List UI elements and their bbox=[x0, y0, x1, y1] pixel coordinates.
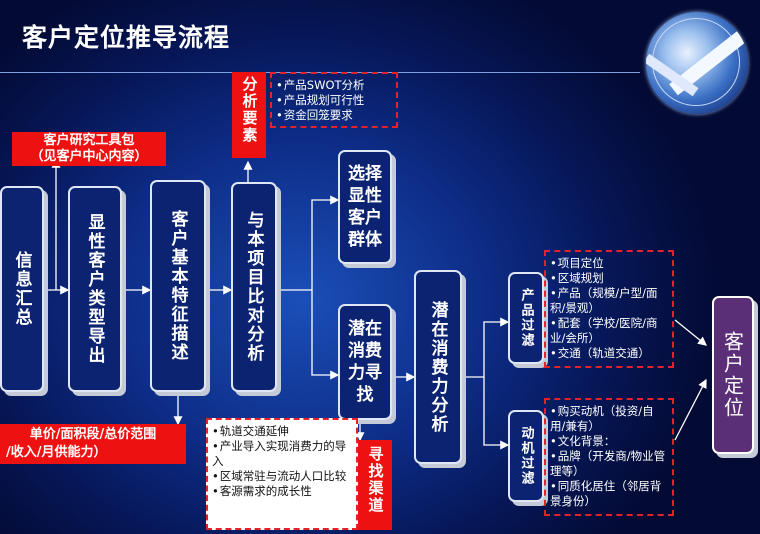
note-item: 产业导入实现消费力的导入 bbox=[212, 439, 352, 469]
note-item: 区域规划 bbox=[550, 271, 668, 286]
globe-logo bbox=[646, 12, 748, 114]
box-customer-basic-features: 客户基本特征描述 bbox=[150, 180, 206, 392]
note-item: 产品规划可行性 bbox=[276, 93, 392, 108]
box-customer-positioning: 客户定位 bbox=[712, 296, 754, 454]
note-item: 同质化居住（邻居背景身份） bbox=[550, 479, 668, 509]
note-item: 品牌（开发商/物业管理等） bbox=[550, 449, 668, 479]
note-item: 配套（学校/医院/商业/会所） bbox=[550, 316, 668, 346]
label-price-income-range: 单价/面积段/总价范围/收入/月供能力） bbox=[0, 424, 186, 464]
note-item: 轨道交通延伸 bbox=[212, 424, 352, 439]
box-explicit-customer-type: 显性客户类型导出 bbox=[68, 186, 122, 392]
label-seek-channel: 寻找渠道 bbox=[358, 440, 392, 530]
box-seek-potential-power: 潜在消费力寻找 bbox=[338, 304, 392, 420]
label-analysis-factors: 分析要素 bbox=[232, 72, 266, 158]
page-title: 客户定位推导流程 bbox=[22, 23, 231, 52]
box-info-summary: 信息汇总 bbox=[0, 186, 44, 392]
box-potential-power-analysis: 潜在消费力分析 bbox=[414, 270, 462, 464]
note-item: 购买动机（投资/自用/兼有） bbox=[550, 404, 668, 434]
notes-analysis-factors: 产品SWOT分析产品规划可行性资金回笼要求 bbox=[270, 72, 398, 128]
label-customer-toolkit: 客户研究工具包（见客户中心内容） bbox=[12, 132, 166, 166]
note-item: 产品（规模/户型/面积/景观） bbox=[550, 286, 668, 316]
note-item: 资金回笼要求 bbox=[276, 108, 392, 123]
note-item: 客源需求的成长性 bbox=[212, 484, 352, 499]
notes-seek-channel: 轨道交通延伸产业导入实现消费力的导入区域常驻与流动人口比较客源需求的成长性 bbox=[206, 418, 358, 530]
note-item: 区域常驻与流动人口比较 bbox=[212, 469, 352, 484]
box-motive-filter: 动机过滤 bbox=[508, 410, 544, 502]
box-product-filter: 产品过滤 bbox=[508, 272, 544, 364]
note-item: 文化背景： bbox=[550, 434, 668, 449]
notes-product-filter: 项目定位区域规划产品（规模/户型/面积/景观）配套（学校/医院/商业/会所）交通… bbox=[544, 250, 674, 368]
note-item: 项目定位 bbox=[550, 256, 668, 271]
notes-motive-filter: 购买动机（投资/自用/兼有）文化背景：品牌（开发商/物业管理等）同质化居住（邻居… bbox=[544, 398, 674, 516]
box-select-explicit-group: 选择显性客户群体 bbox=[338, 150, 392, 264]
box-project-comparison: 与本项目比对分析 bbox=[231, 182, 277, 392]
note-item: 产品SWOT分析 bbox=[276, 78, 392, 93]
note-item: 交通（轨道交通） bbox=[550, 346, 668, 361]
